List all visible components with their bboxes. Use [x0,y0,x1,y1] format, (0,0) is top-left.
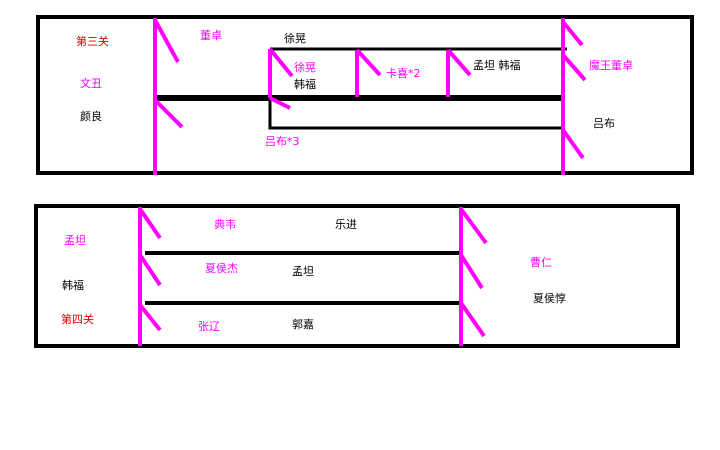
lane-top-lower [268,98,565,130]
hero-hanfu-bottom: 韩福 [62,279,84,292]
hero-zhangliao: 张辽 [198,320,220,333]
gate-top-kaxi [355,48,382,97]
stage-label-3: 第三关 [76,35,109,48]
hero-yanliang: 颜良 [80,110,102,123]
hero-mowang-dongzhuo: 魔王董卓 [589,59,633,72]
hero-xiahoujie: 夏侯杰 [205,262,238,275]
hero-caoren: 曹仁 [530,256,552,269]
gate-bottom-left [138,207,162,346]
panel-bottom-frame [34,204,680,348]
hero-xuhuang-mid: 徐晃 [294,61,316,74]
hero-guojia: 郭嘉 [292,318,314,331]
hero-kaxi: 卡喜*2 [386,67,421,80]
gate-top-inner [268,47,294,110]
hero-lvbu-right: 吕布 [593,117,615,130]
stage-label-4: 第四关 [61,313,94,326]
hero-lvbu-x3: 吕布*3 [265,135,300,148]
hero-xuhuang-top: 徐晃 [284,32,306,45]
hero-dianwei: 典韦 [214,218,236,231]
hero-hanfu-top: 韩福 [294,78,316,91]
gate-top-mengtan [446,48,472,97]
gate-bottom-right [459,207,488,346]
gate-top-left [153,18,184,175]
hero-mengtan-hanfu: 孟坦 韩福 [473,59,521,72]
hero-yuejin: 乐进 [335,218,357,231]
hero-wenchou: 文丑 [80,77,102,90]
gate-top-right [561,18,587,175]
panel-top-frame [36,15,694,175]
hero-mengtan-mid: 孟坦 [292,265,314,278]
hero-xiahoudun: 夏侯惇 [533,292,566,305]
hero-mengtan-left: 孟坦 [64,234,86,247]
hero-dongzhuo: 董卓 [200,29,222,42]
